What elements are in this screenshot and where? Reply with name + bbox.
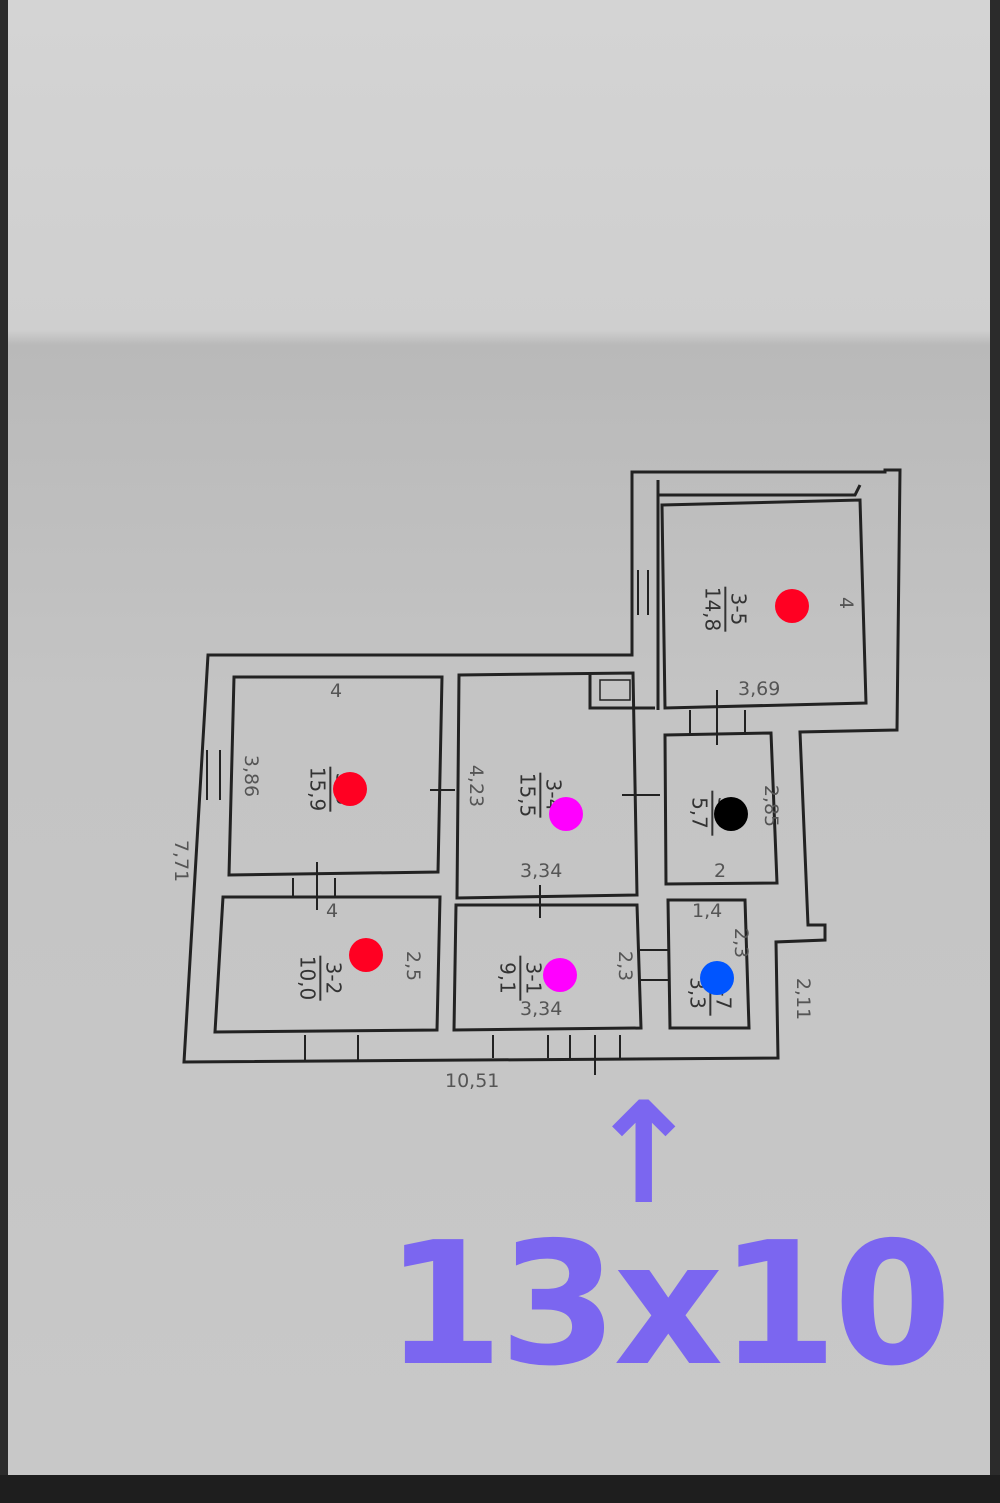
dimension-label: 2,5: [402, 950, 425, 982]
marker-dot-3-1: [543, 958, 577, 992]
handwritten-size-note: 13x10: [385, 1206, 952, 1404]
dimension-label: 4: [326, 900, 339, 922]
dimension-label: 4: [835, 596, 858, 610]
north-arrow-icon: ↑: [585, 1073, 703, 1236]
room-area: 15,5: [515, 772, 540, 818]
dimension-label: 3,69: [738, 678, 781, 700]
dimension-label: 1,4: [692, 900, 723, 922]
paper-sheet: [8, 0, 990, 1475]
dimension-label: 3,34: [520, 998, 563, 1020]
marker-dot-3-5: [775, 589, 809, 623]
room-area: 15,9: [305, 766, 330, 812]
marker-dot-3-2: [349, 938, 383, 972]
room-area: 9,1: [495, 962, 520, 994]
marker-dot-3-6: [714, 797, 748, 831]
room-number: 3-5: [724, 586, 750, 632]
bottom-bar: [0, 1475, 1000, 1503]
dimension-label: 7,71: [170, 839, 193, 883]
marker-dot-3-3: [333, 772, 367, 806]
dimension-label: 2: [714, 860, 727, 882]
marker-dot-3-7: [700, 961, 734, 995]
dimension-label: 3,86: [240, 754, 263, 798]
marker-dot-3-4: [549, 797, 583, 831]
room-number: 3-2: [319, 955, 345, 1001]
dimension-label: 4,23: [465, 764, 488, 808]
room-number: 3-1: [519, 955, 545, 1001]
dimension-label: 2,11: [792, 977, 815, 1021]
dimension-label: 10,51: [445, 1070, 500, 1092]
dimension-label: 4: [330, 680, 343, 702]
dimension-label: 3,34: [520, 860, 563, 882]
dimension-label: 2,85: [760, 784, 783, 828]
room-area: 5,7: [687, 797, 712, 829]
dimension-label: 2,3: [730, 927, 753, 959]
room-area: 10,0: [295, 955, 320, 1001]
dimension-label: 2,3: [614, 950, 637, 982]
room-area: 14,8: [700, 586, 725, 632]
